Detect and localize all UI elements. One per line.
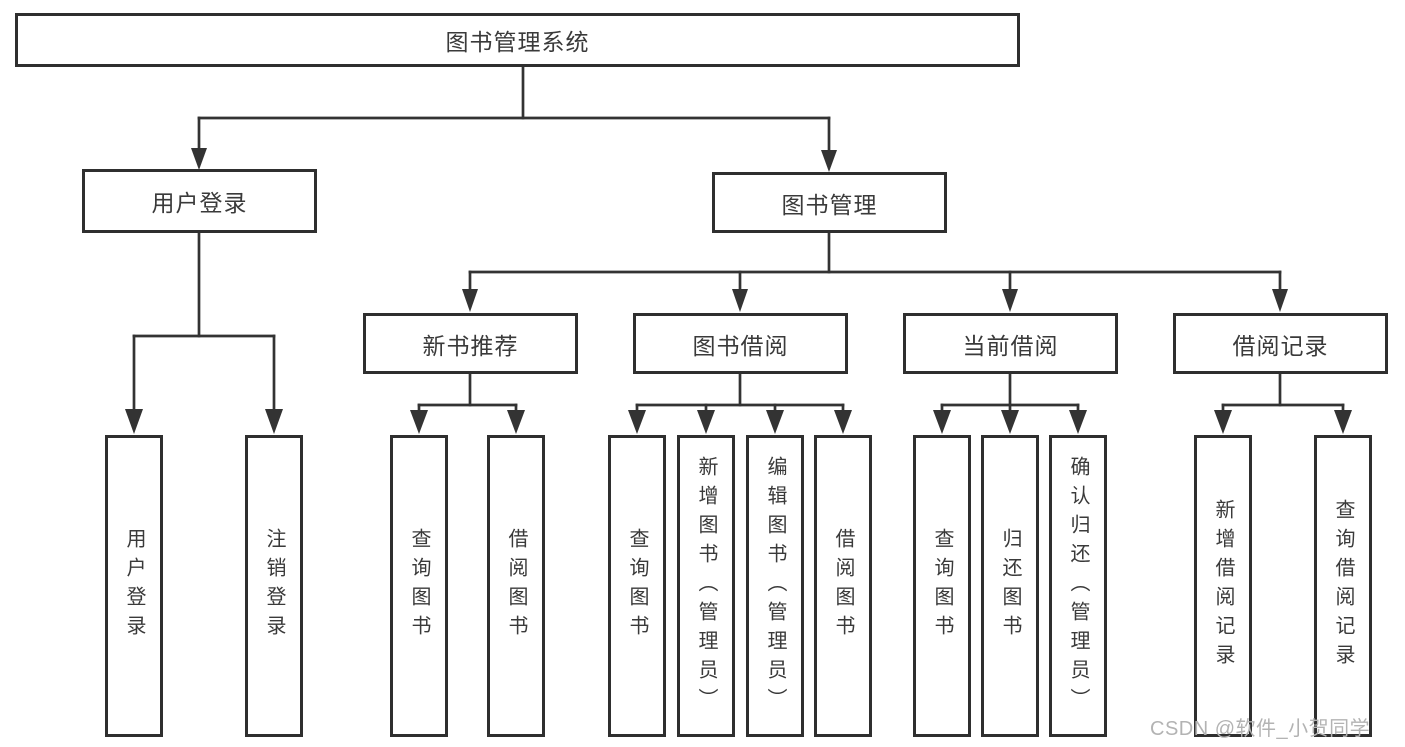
node-label: 新增图书（管理员）: [695, 455, 717, 717]
leaf-borrow-books-recommend: 借阅图书: [487, 435, 545, 737]
node-label: 编辑图书（管理员）: [764, 455, 786, 717]
node-label: 图书管理系统: [445, 29, 590, 55]
leaf-confirm-return-admin: 确认归还（管理员）: [1049, 435, 1107, 737]
node-label: 查询图书: [931, 528, 953, 644]
node-label: 用户登录: [123, 528, 145, 644]
leaf-logout: 注销登录: [245, 435, 303, 737]
node-label: 用户登录: [151, 190, 248, 216]
node-borrow-records: 借阅记录: [1173, 313, 1388, 374]
node-label: 新书推荐: [422, 332, 519, 359]
node-root-system: 图书管理系统: [15, 13, 1020, 67]
node-label: 归还图书: [999, 528, 1021, 644]
node-book-management: 图书管理: [712, 172, 947, 233]
leaf-query-books-borrowing: 查询图书: [608, 435, 666, 737]
leaf-add-borrow-record: 新增借阅记录: [1194, 435, 1252, 737]
node-label: 图书借阅: [692, 332, 789, 359]
node-label: 当前借阅: [962, 332, 1059, 359]
node-label: 查询图书: [408, 528, 430, 644]
node-label: 确认归还（管理员）: [1067, 455, 1089, 717]
leaf-query-books-recommend: 查询图书: [390, 435, 448, 737]
leaf-add-books-admin: 新增图书（管理员）: [677, 435, 735, 737]
node-label: 注销登录: [263, 528, 285, 644]
node-label: 借阅图书: [832, 528, 854, 644]
node-label: 借阅记录: [1232, 332, 1329, 359]
node-user-login: 用户登录: [82, 169, 317, 233]
csdn-watermark: CSDN @软件_小贺同学: [1150, 718, 1371, 740]
leaf-query-borrow-record: 查询借阅记录: [1314, 435, 1372, 737]
leaf-return-books: 归还图书: [981, 435, 1039, 737]
node-label: 查询借阅记录: [1332, 499, 1354, 673]
arrowhead-icons: [125, 148, 1352, 434]
node-current-borrowing: 当前借阅: [903, 313, 1118, 374]
node-book-borrowing: 图书借阅: [633, 313, 848, 374]
leaf-query-books-current: 查询图书: [913, 435, 971, 737]
node-label: 借阅图书: [505, 528, 527, 644]
leaf-edit-books-admin: 编辑图书（管理员）: [746, 435, 804, 737]
leaf-user-login: 用户登录: [105, 435, 163, 737]
node-label: 新增借阅记录: [1212, 499, 1234, 673]
node-new-book-recommend: 新书推荐: [363, 313, 578, 374]
node-label: 查询图书: [626, 528, 648, 644]
leaf-borrow-books-borrowing: 借阅图书: [814, 435, 872, 737]
node-label: 图书管理: [781, 191, 878, 218]
